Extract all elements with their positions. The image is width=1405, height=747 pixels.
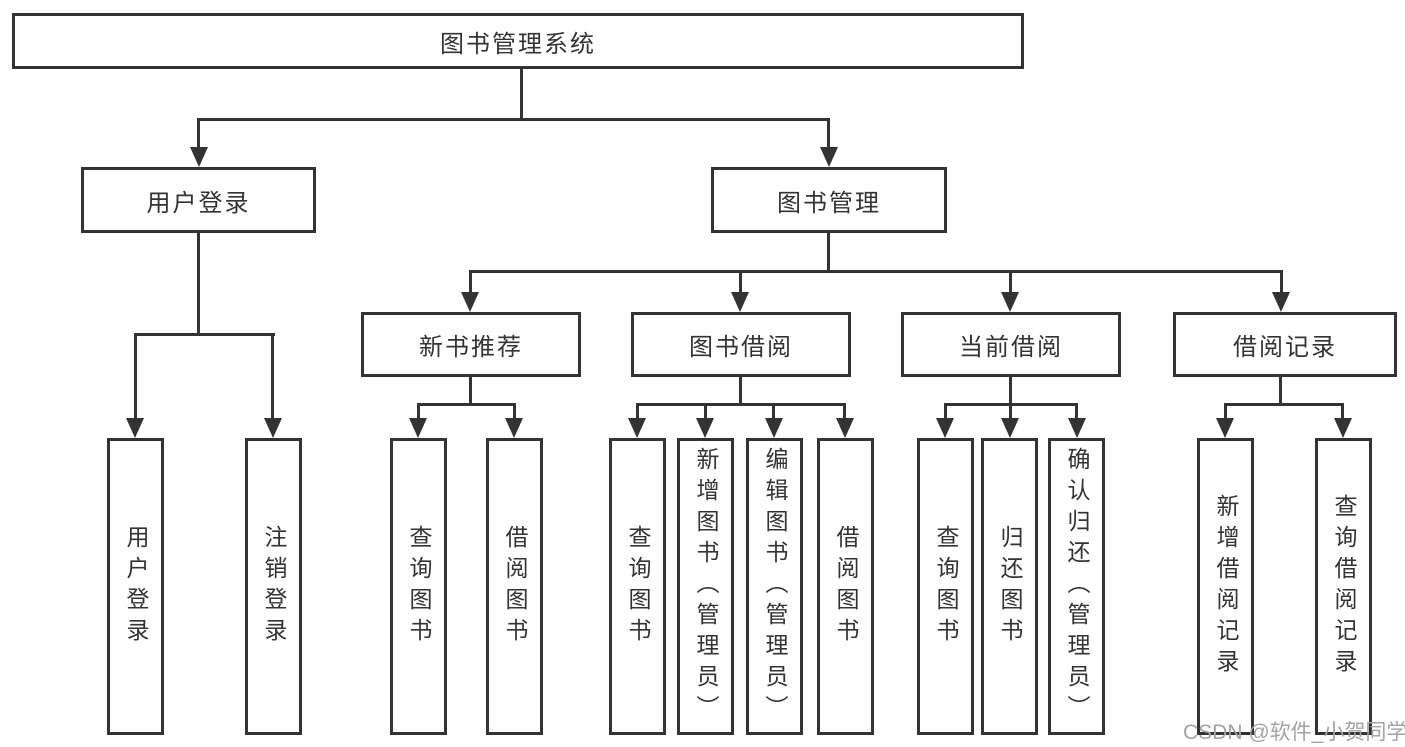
connector-drop-book-borrowing	[739, 270, 742, 293]
connector-drop-cb-return	[1009, 403, 1012, 419]
connector-book-borrowing-stem	[739, 375, 742, 406]
connector-drop-current-borrowing	[1009, 270, 1012, 293]
leaf-confirm-return-admin: 确认归还（管理员）	[1048, 438, 1105, 735]
connector-book-borrowing-hline	[636, 403, 846, 406]
leaf-logout: 注销登录	[245, 438, 302, 735]
arrow-down-nb-query-icon	[409, 418, 427, 438]
connector-root-stem	[520, 66, 523, 121]
connector-book-management-stem	[827, 231, 830, 273]
leaf-user-login: 用户登录	[107, 438, 164, 735]
connector-drop-bb-query	[636, 403, 639, 419]
arrow-down-cb-return-icon	[1001, 418, 1019, 438]
arrow-down-user-login-icon	[190, 147, 208, 167]
arrow-down-cb-confirm-icon	[1068, 418, 1086, 438]
connector-drop-cb-query	[944, 403, 947, 419]
leaf-label: 查询图书	[406, 524, 432, 649]
connector-new-book-stem	[469, 375, 472, 406]
leaf-return-books: 归还图书	[981, 438, 1038, 735]
arrow-down-leaf-logout-icon	[264, 418, 282, 438]
arrow-down-br-query-icon	[1334, 418, 1352, 438]
connector-level3-hline	[469, 270, 1283, 273]
node-current-borrowing: 当前借阅	[901, 312, 1121, 377]
connector-drop-br-query	[1341, 403, 1344, 419]
connector-drop-leaf-user-login	[134, 333, 137, 419]
leaf-borrow-books-recommend: 借阅图书	[486, 438, 543, 735]
leaf-query-books-current: 查询图书	[917, 438, 974, 735]
arrow-down-cb-query-icon	[936, 418, 954, 438]
arrow-down-current-borrowing-icon	[1001, 292, 1019, 312]
leaf-label: 借阅图书	[833, 524, 859, 649]
leaf-label: 查询借阅记录	[1331, 493, 1357, 680]
connector-user-login-stem	[197, 231, 200, 336]
leaf-query-borrow-record: 查询借阅记录	[1315, 438, 1372, 735]
connector-current-borrowing-stem	[1009, 375, 1012, 406]
leaf-label: 注销登录	[261, 524, 287, 649]
arrow-down-leaf-user-login-icon	[126, 418, 144, 438]
connector-drop-bb-borrow	[843, 403, 846, 419]
connector-drop-new-book	[469, 270, 472, 293]
arrow-down-book-borrowing-icon	[731, 292, 749, 312]
node-book-borrowing: 图书借阅	[631, 312, 851, 377]
node-user-login: 用户登录	[81, 167, 316, 233]
leaf-add-borrow-record: 新增借阅记录	[1197, 438, 1254, 735]
connector-borrowing-records-stem	[1279, 375, 1282, 406]
connector-drop-book-management	[827, 118, 830, 149]
connector-drop-user-login	[197, 118, 200, 149]
leaf-query-books-borrowing: 查询图书	[609, 438, 666, 735]
connector-drop-bb-add	[704, 403, 707, 419]
arrow-down-new-book-icon	[461, 292, 479, 312]
arrow-down-br-add-icon	[1216, 418, 1234, 438]
arrow-down-bb-edit-icon	[765, 418, 783, 438]
node-new-book-recommendation: 新书推荐	[361, 312, 581, 377]
connector-drop-nb-query	[417, 403, 420, 419]
leaf-label: 查询图书	[625, 524, 651, 649]
leaf-label: 编辑图书（管理员）	[762, 447, 788, 726]
arrow-down-bb-add-icon	[696, 418, 714, 438]
arrow-down-nb-borrow-icon	[505, 418, 523, 438]
leaf-borrow-books-borrowing: 借阅图书	[817, 438, 874, 735]
arrow-down-book-management-icon	[820, 147, 838, 167]
connector-drop-leaf-logout	[271, 333, 274, 419]
node-borrowing-records: 借阅记录	[1173, 312, 1397, 377]
connector-drop-br-add	[1224, 403, 1227, 419]
leaf-label: 确认归还（管理员）	[1064, 447, 1090, 726]
connector-new-book-hline	[417, 403, 516, 406]
connector-drop-bb-edit	[772, 403, 775, 419]
leaf-edit-book-admin: 编辑图书（管理员）	[746, 438, 803, 735]
leaf-label: 归还图书	[997, 524, 1023, 649]
node-library-system: 图书管理系统	[12, 13, 1024, 69]
connector-level2-hline	[197, 118, 830, 121]
leaf-label: 查询图书	[933, 524, 959, 649]
connector-user-login-hline	[134, 333, 275, 336]
leaf-label: 新增图书（管理员）	[693, 447, 719, 726]
connector-drop-nb-borrow	[513, 403, 516, 419]
arrow-down-borrowing-records-icon	[1272, 292, 1290, 312]
csdn-watermark: CSDN @软件_小贺同学	[1183, 721, 1405, 744]
node-book-management: 图书管理	[711, 167, 947, 233]
arrow-down-bb-query-icon	[628, 418, 646, 438]
leaf-add-book-admin: 新增图书（管理员）	[677, 438, 734, 735]
connector-drop-cb-confirm	[1075, 403, 1078, 419]
connector-drop-borrowing-records	[1280, 270, 1283, 293]
leaf-label: 新增借阅记录	[1213, 493, 1239, 680]
leaf-label: 借阅图书	[502, 524, 528, 649]
connector-borrowing-records-hline	[1224, 403, 1344, 406]
arrow-down-bb-borrow-icon	[836, 418, 854, 438]
leaf-label: 用户登录	[123, 524, 149, 649]
leaf-query-books-recommend: 查询图书	[390, 438, 447, 735]
